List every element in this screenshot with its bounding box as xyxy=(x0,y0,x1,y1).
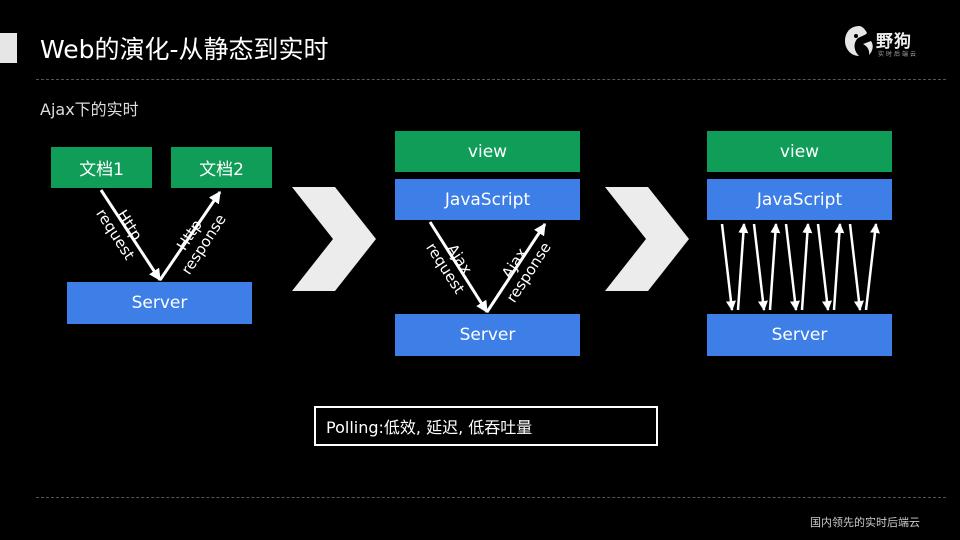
http-request-arrow xyxy=(99,189,162,282)
poll-arrow xyxy=(848,223,864,311)
poll-arrow xyxy=(768,223,781,311)
poll-arrow xyxy=(800,223,813,311)
server-box-1: Server xyxy=(67,282,252,324)
view-box-2: view xyxy=(395,131,580,172)
subtitle: Ajax下的实时 xyxy=(40,100,139,119)
page-title: Web的演化-从静态到实时 xyxy=(40,35,329,64)
view-box-3: view xyxy=(707,131,892,172)
poll-arrow xyxy=(736,223,749,311)
javascript-box-3: JavaScript xyxy=(707,179,892,220)
doc2-box: 文档2 xyxy=(171,147,272,188)
poll-arrow xyxy=(864,223,880,311)
footer-text: 国内领先的实时后端云 xyxy=(810,516,920,529)
poll-arrow xyxy=(752,223,768,311)
javascript-box-2: JavaScript xyxy=(395,179,580,220)
poll-arrow xyxy=(784,223,800,311)
footer-divider xyxy=(36,497,946,498)
ajax-response-arrow xyxy=(485,222,547,313)
http-response-arrow xyxy=(158,191,222,281)
ajax-request-arrow xyxy=(428,221,489,314)
poll-arrow xyxy=(720,223,736,311)
wilddog-logo-icon xyxy=(845,26,873,56)
server-box-2: Server xyxy=(395,314,580,356)
chevron-arrow-2 xyxy=(605,187,689,291)
server-box-3: Server xyxy=(707,314,892,356)
doc1-box: 文档1 xyxy=(51,147,152,188)
logo-tagline: 实时后端云 xyxy=(878,51,919,58)
poll-arrow xyxy=(816,223,832,311)
logo-name: 野狗 xyxy=(876,32,912,52)
header-divider xyxy=(36,79,946,80)
polling-note: Polling:低效, 延迟, 低吞吐量 xyxy=(314,406,658,446)
poll-arrow xyxy=(832,223,845,311)
title-accent-bar xyxy=(0,33,17,63)
chevron-arrow-1 xyxy=(292,187,376,291)
